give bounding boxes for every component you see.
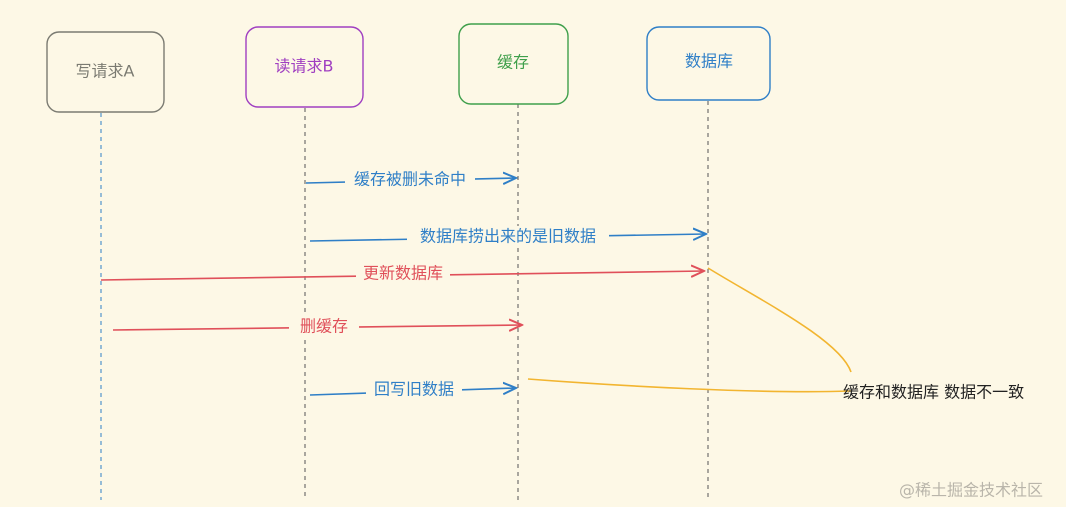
message-label-bg	[289, 316, 359, 338]
participant-label: 缓存	[497, 53, 529, 72]
participant-box	[46, 31, 165, 113]
note-curve	[707, 267, 852, 373]
message-label: 数据库捞出来的是旧数据	[420, 227, 596, 246]
participant-box	[458, 23, 569, 105]
message-5: 回写旧数据	[309, 379, 516, 401]
participant-cache: 缓存	[458, 23, 569, 105]
participant-label: 读请求B	[275, 57, 334, 76]
message-label: 缓存被删未命中	[354, 170, 466, 189]
message-label: 回写旧数据	[374, 380, 454, 399]
message-2: 数据库捞出来的是旧数据	[309, 226, 706, 248]
message-label-bg	[345, 169, 475, 191]
participant-box	[245, 26, 364, 108]
watermark: @稀土掘金技术社区	[899, 481, 1043, 500]
message-4: 删缓存	[112, 316, 522, 338]
message-3: 更新数据库	[100, 263, 704, 285]
participant-reader: 读请求B	[245, 26, 364, 108]
participant-label: 写请求A	[76, 62, 135, 81]
message-1: 缓存被删未命中	[305, 169, 516, 191]
participant-box	[646, 26, 771, 101]
lifelines	[100, 101, 709, 500]
message-label-bg	[356, 263, 450, 285]
participant-writer: 写请求A	[46, 31, 165, 113]
message-label-bg	[407, 226, 609, 248]
message-label: 更新数据库	[363, 264, 443, 283]
note-text: 缓存和数据库 数据不一致	[843, 383, 1024, 402]
message-label: 删缓存	[300, 317, 348, 336]
participant-database: 数据库	[646, 26, 771, 101]
inconsistency-note: 缓存和数据库 数据不一致	[527, 267, 1024, 402]
participant-label: 数据库	[685, 52, 733, 71]
message-label-bg	[366, 379, 462, 401]
note-curve	[527, 378, 852, 393]
